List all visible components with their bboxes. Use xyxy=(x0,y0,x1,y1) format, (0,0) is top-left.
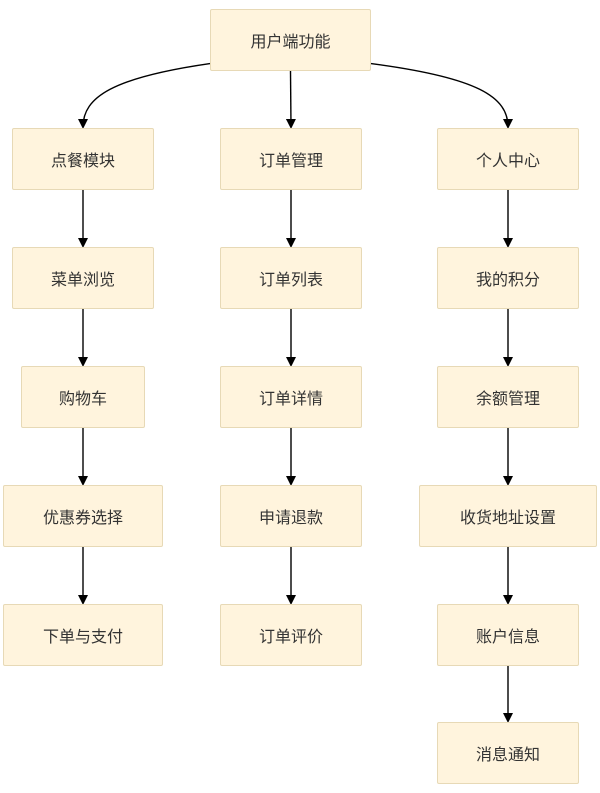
root-node-label: 用户端功能 xyxy=(250,32,331,51)
node-order-review: 订单评价 xyxy=(220,604,362,666)
node-my-points: 我的积分 xyxy=(437,247,579,309)
edge-root-to-personal xyxy=(370,62,513,129)
node-label: 余额管理 xyxy=(475,389,540,408)
node-label: 菜单浏览 xyxy=(50,270,115,289)
node-balance-management: 余额管理 xyxy=(437,366,579,428)
node-ordering-module: 点餐模块 xyxy=(12,128,154,190)
node-label: 订单列表 xyxy=(258,270,323,289)
node-label: 申请退款 xyxy=(258,508,323,527)
node-coupon-select: 优惠券选择 xyxy=(3,485,163,547)
root-node: 用户端功能 xyxy=(210,9,371,71)
node-address-settings: 收货地址设置 xyxy=(419,485,597,547)
node-label: 消息通知 xyxy=(475,745,540,764)
node-label: 购物车 xyxy=(58,389,107,408)
node-label: 个人中心 xyxy=(475,151,540,170)
node-label: 订单管理 xyxy=(258,151,323,170)
edge-root-to-orders xyxy=(285,70,296,129)
node-account-info: 账户信息 xyxy=(437,604,579,666)
edge-root-to-ordering xyxy=(78,62,211,129)
node-label: 订单详情 xyxy=(258,389,323,408)
node-personal-center: 个人中心 xyxy=(437,128,579,190)
node-label: 优惠券选择 xyxy=(42,508,123,527)
node-shopping-cart: 购物车 xyxy=(21,366,145,428)
node-label: 点餐模块 xyxy=(50,151,115,170)
node-label: 我的积分 xyxy=(475,270,540,289)
node-menu-browse: 菜单浏览 xyxy=(12,247,154,309)
node-order-and-pay: 下单与支付 xyxy=(3,604,163,666)
node-label: 下单与支付 xyxy=(42,627,123,646)
node-label: 账户信息 xyxy=(475,627,540,646)
node-message-notification: 消息通知 xyxy=(437,722,579,784)
node-label: 订单评价 xyxy=(258,627,323,646)
node-order-list: 订单列表 xyxy=(220,247,362,309)
node-label: 收货地址设置 xyxy=(459,508,556,527)
node-order-detail: 订单详情 xyxy=(220,366,362,428)
node-order-management: 订单管理 xyxy=(220,128,362,190)
node-apply-refund: 申请退款 xyxy=(220,485,362,547)
